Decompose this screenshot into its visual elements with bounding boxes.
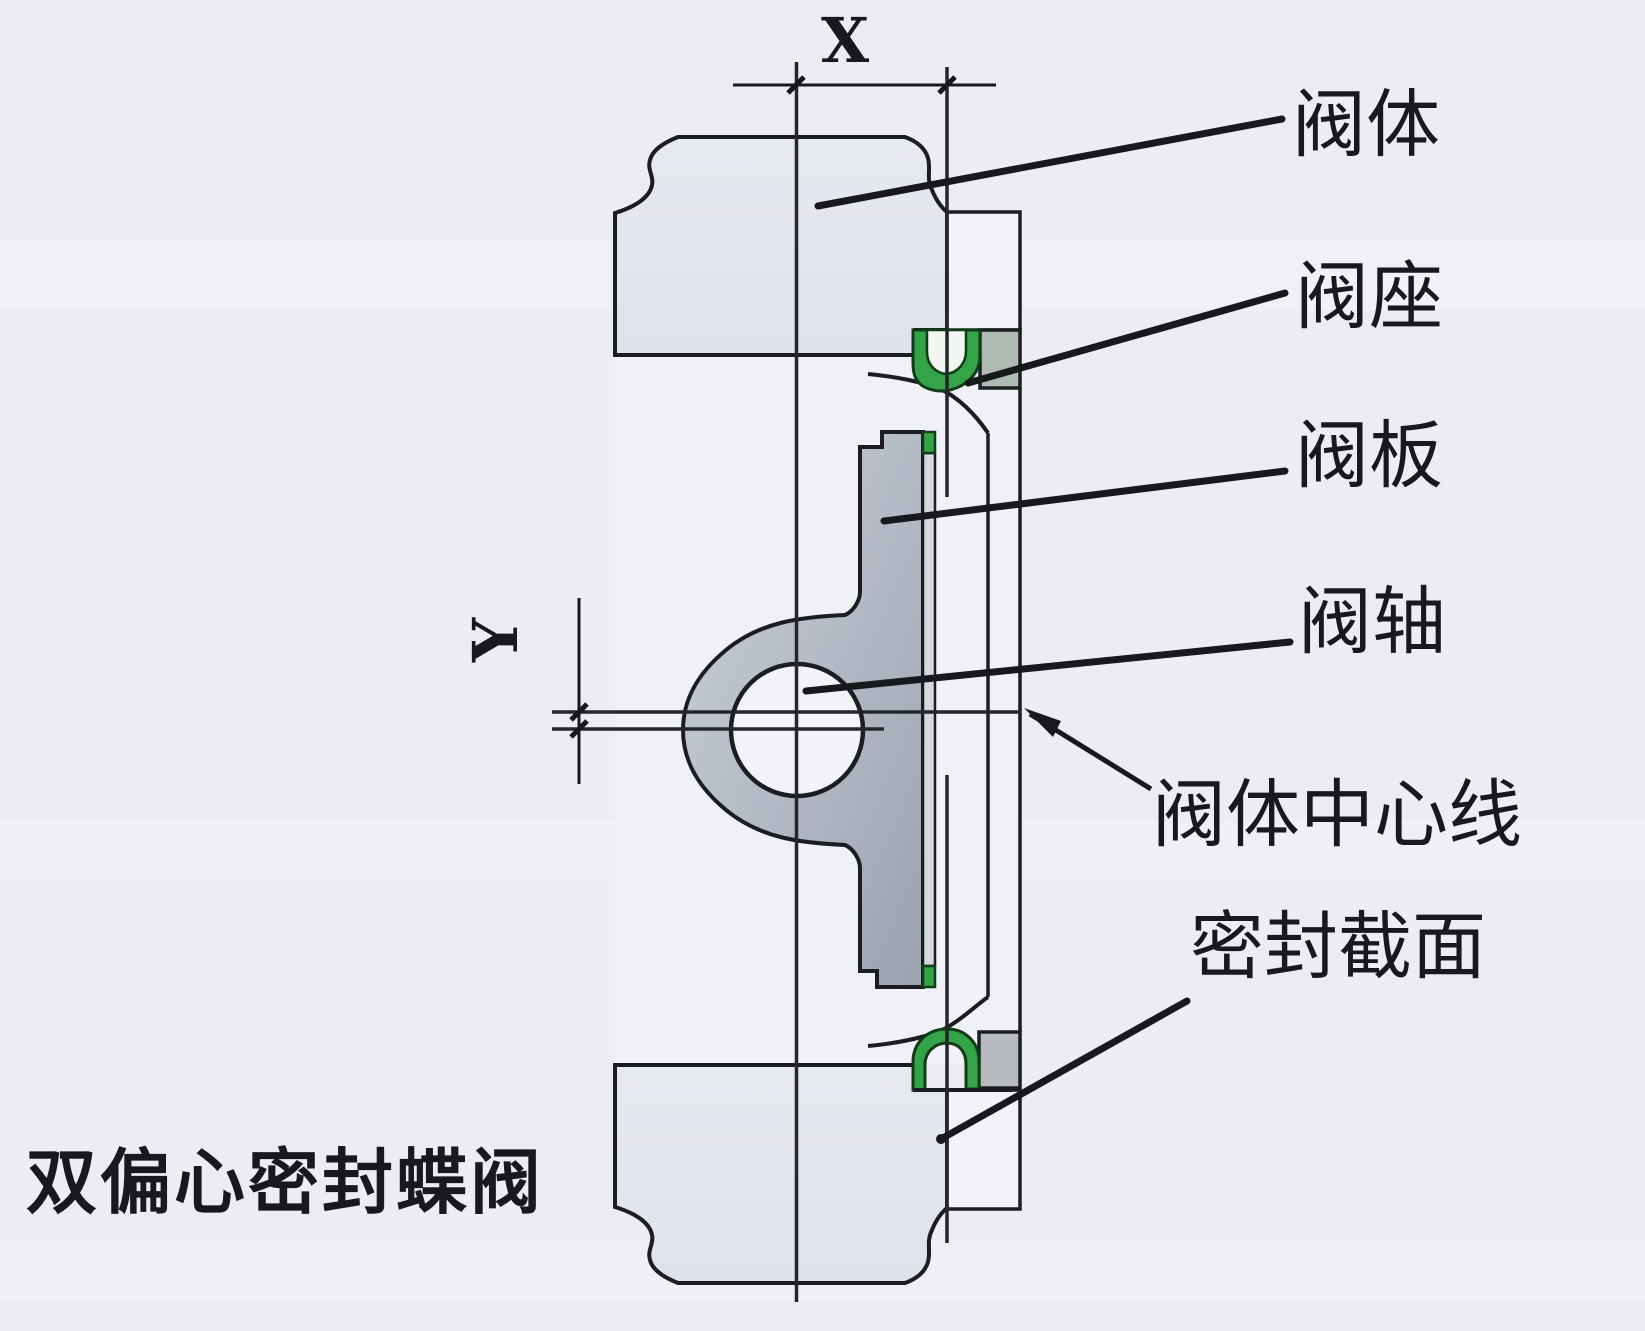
seat-clamp-ring-top: [978, 328, 1022, 390]
leader-valve-plate: [880, 467, 1289, 525]
dimension-y-tick-top: [569, 702, 589, 722]
centerlines: [552, 62, 1021, 1302]
leader-valve-shaft: [802, 638, 1294, 695]
dimension-x: X: [733, 4, 996, 95]
leader-valve-body: [814, 115, 1286, 210]
dimension-y: Y: [459, 598, 589, 784]
dimension-x-tick-left: [786, 75, 806, 95]
dimension-y-label: Y: [459, 617, 532, 663]
dimension-x-label: X: [821, 4, 870, 77]
leader-sealing-section-dot: [936, 1134, 946, 1144]
leader-valve-seat: [964, 289, 1289, 387]
leader-lines: [802, 115, 1294, 1143]
valve-body-bottom-block: [613, 1063, 949, 1285]
dimension-y-tick-bottom: [569, 719, 589, 739]
leader-sealing-section: [937, 997, 1191, 1143]
label-valve-seat: 阀座: [1295, 257, 1443, 339]
disc-seal-retainer-strip: [921, 451, 937, 968]
seat-retainer-recess-bottom: [945, 1088, 1022, 1211]
disc-seal-cap-bottom: [921, 964, 937, 989]
label-valve-body-centerline: 阀体中心线: [1152, 775, 1522, 857]
seat-retainer-recess-top: [945, 210, 1022, 332]
figure-caption: 双偏心密封蝶阀: [26, 1144, 544, 1223]
label-valve-plate: 阀板: [1295, 416, 1443, 498]
label-sealing-section: 密封截面: [1190, 907, 1486, 989]
seat-clamp-ring-bottom: [977, 1030, 1022, 1090]
label-valve-shaft: 阀轴: [1298, 582, 1446, 664]
dimension-x-tick-right: [937, 75, 957, 95]
centerline-arrowhead-icon: [1024, 708, 1061, 737]
disc-seal-cap-top: [921, 430, 937, 455]
label-valve-body: 阀体: [1292, 85, 1440, 167]
valve-body-top-block: [613, 135, 949, 357]
